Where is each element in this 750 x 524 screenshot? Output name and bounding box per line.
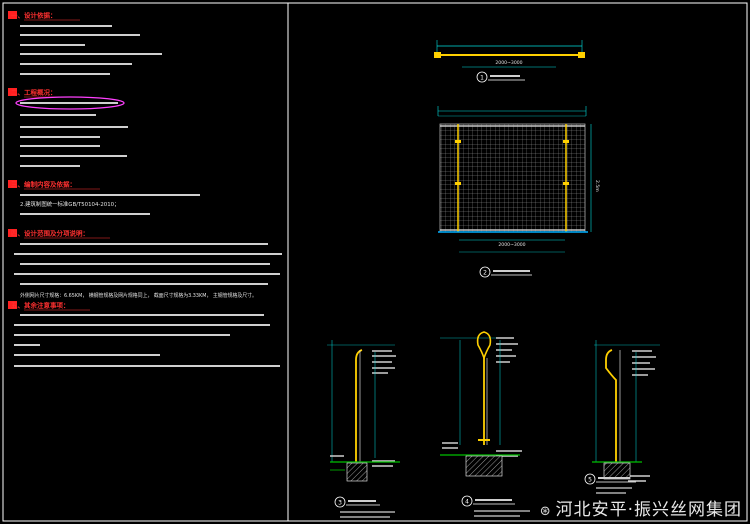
footing-4	[465, 455, 503, 477]
standard-reference: 2.建筑制图统一标准GB/T50104-2010；	[20, 200, 119, 208]
section-4: 四、 设计范围及分项说明： 外侧网片尺寸规格：6.65KM， 横钢管规格及网片规…	[8, 229, 282, 299]
section-3-title: 编制内容及依据：	[24, 180, 76, 189]
view-3-number: 3	[338, 500, 342, 507]
view-4-number: 4	[465, 499, 469, 506]
plan-dimension-label: 2000~3000	[495, 60, 522, 66]
section-5: 五、 其余注意事项：	[8, 301, 280, 367]
section-5-title: 其余注意事项：	[24, 301, 70, 310]
mesh-panel	[439, 123, 586, 233]
footing-3	[346, 462, 368, 482]
view-1-number: 1	[480, 75, 484, 82]
footing-5	[603, 462, 631, 480]
mesh-spec-note: 外侧网片尺寸规格：6.65KM， 横钢管规格及网片规格同上， 截面尺寸规格为3.…	[20, 292, 257, 299]
notes-panel: 一、 设计依据： 二、 工程概况：	[8, 11, 282, 367]
revision-cloud	[15, 96, 125, 110]
watermark-text: 河北安平·振兴丝网集团	[555, 500, 742, 520]
section-1-num: 一、	[11, 12, 24, 20]
section-1-title: 设计依据：	[24, 11, 57, 20]
section-3-num: 三、	[11, 181, 24, 189]
section-1-marker	[8, 11, 17, 19]
section-2-title: 工程概况：	[24, 88, 57, 97]
section-5-num: 五、	[11, 302, 24, 310]
view-2-number: 2	[483, 270, 487, 277]
plan-view: 2000~3000 1	[434, 40, 585, 83]
elevation-view: 2.5m 2000~3000 2	[437, 106, 600, 278]
section-view-3: 3	[327, 340, 400, 518]
fence-height-label: 2.5m	[594, 180, 600, 192]
section-3: 三、 编制内容及依据： 2.建筑制图统一标准GB/T50104-2010；	[8, 180, 200, 215]
section-view-5: 5	[584, 340, 660, 494]
section-2: 二、 工程概况：	[8, 88, 128, 167]
section-4-num: 四、	[11, 230, 24, 238]
weibo-icon: ⊛	[539, 504, 552, 519]
view-5-number: 5	[588, 477, 592, 484]
section-1: 一、 设计依据：	[8, 11, 162, 75]
section-2-num: 二、	[11, 89, 24, 97]
watermark: ⊛河北安平·振兴丝网集团	[540, 495, 742, 520]
section-view-4: 4	[440, 331, 530, 517]
fence-width-label: 2000~3000	[498, 242, 525, 248]
section-4-title: 设计范围及分项说明：	[24, 229, 89, 238]
